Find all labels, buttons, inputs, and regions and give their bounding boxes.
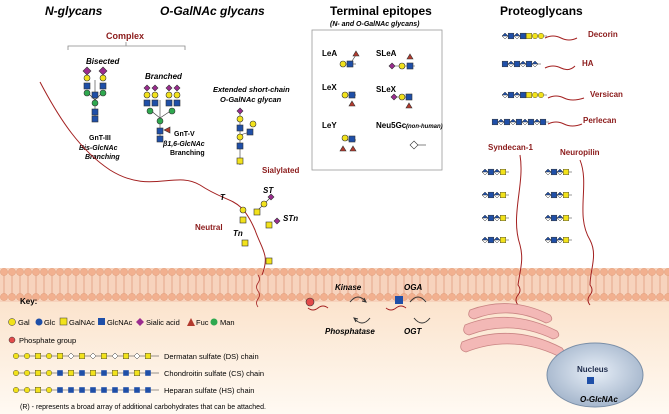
label-b16-branching: Branching: [170, 150, 205, 157]
label-perlecan: Perlecan: [583, 116, 616, 125]
label-decorin: Decorin: [588, 30, 618, 39]
label-ha: HA: [582, 59, 594, 68]
label-lex: LeX: [322, 83, 337, 92]
label-bis-branching: Branching: [85, 154, 120, 161]
complex-bracket: [67, 42, 186, 50]
label-ley: LeY: [322, 121, 337, 130]
perlecan-protein: [547, 121, 583, 127]
cell-membrane: [0, 268, 669, 302]
nucleus-glcnac-icon: [587, 377, 594, 384]
key-fuc: Fuc: [196, 318, 209, 327]
key-hs: Heparan sulfate (HS) chain: [164, 386, 254, 395]
key-glc: Glc: [44, 318, 56, 327]
label-extended-1: Extended short-chain: [213, 85, 290, 94]
label-o-glcnac: O-GlcNAc: [580, 395, 618, 404]
label-kinase: Kinase: [335, 283, 362, 292]
label-bisected: Bisected: [86, 57, 120, 66]
label-nucleus: Nucleus: [577, 365, 609, 374]
header-terminal-epitopes: Terminal epitopes: [330, 4, 432, 18]
label-bis-glcnac: Bis-GlcNAc: [79, 145, 118, 152]
phospho-cycle: Kinase Phosphatase OGA OGT: [305, 283, 431, 336]
label-gnt3: GnT-III: [89, 135, 111, 142]
glc-icon: [35, 318, 43, 326]
label-tn: Tn: [233, 229, 243, 238]
label-extended-2: O-GalNAc glycan: [220, 95, 282, 104]
label-slex: SLeX: [376, 85, 397, 94]
bisected-glycan: [82, 66, 108, 123]
epitope-slex: [390, 93, 413, 109]
label-syndecan: Syndecan-1: [488, 143, 533, 152]
epitope-lea: [339, 50, 360, 68]
epitope-neu5gc: [409, 140, 426, 150]
epitope-slea: [388, 53, 415, 70]
label-st: ST: [263, 186, 274, 195]
label-phosphatase: Phosphatase: [325, 327, 375, 336]
epitope-ley: [339, 134, 357, 152]
o-glycan-stn: [265, 217, 281, 229]
header-o-galnac: O-GalNAc glycans: [160, 4, 265, 18]
label-oga: OGA: [404, 283, 422, 292]
key-galnac: GalNAc: [69, 318, 95, 327]
header-n-glycans: N-glycans: [45, 4, 103, 18]
glcnac-icon: [395, 296, 403, 304]
label-b16-glcnac: β1,6-GlcNAc: [162, 141, 205, 148]
syndecan-protein: [515, 154, 523, 306]
sialic-acid-icon: [136, 318, 144, 326]
o-glycan-st: [253, 193, 275, 216]
label-ogt: OGT: [404, 327, 422, 336]
decorin-protein: [544, 35, 578, 41]
key-man: Man: [220, 318, 235, 327]
nucleus: [546, 342, 644, 408]
man-icon: [210, 318, 218, 326]
label-branched: Branched: [145, 72, 183, 81]
protein-o-glcnac: [385, 305, 407, 311]
epitope-lex: [341, 91, 356, 107]
protein-phosphorylated: [307, 305, 329, 311]
key-chains: [12, 352, 159, 394]
key-title: Key:: [20, 297, 37, 306]
gal-icon: [8, 318, 16, 326]
versican-protein: [547, 95, 585, 101]
glycoprotein-backbone: [39, 81, 266, 276]
glcnac-key-icon: [98, 318, 105, 325]
key-phosphate: Phosphate group: [19, 336, 76, 345]
neuropilin-protein: [579, 159, 595, 306]
label-gnt5: GnT-V: [174, 131, 195, 138]
o-glycan-t: [239, 206, 247, 224]
key-glcnac: GlcNAc: [107, 318, 133, 327]
header-proteoglycans: Proteoglycans: [500, 4, 583, 18]
phosphate-icon: [305, 297, 315, 307]
phosphate-key-icon: [8, 336, 16, 344]
o-glycan-phosphate-neutral: [265, 257, 273, 265]
terminal-epitopes-box: [311, 29, 443, 171]
label-sialylated: Sialylated: [262, 166, 299, 175]
header-terminal-sub: (N- and O-GalNAc glycans): [330, 21, 420, 28]
ha-protein: [544, 65, 576, 71]
o-glycan-tn: [241, 239, 249, 247]
transmembrane-segment: [256, 274, 260, 308]
label-stn: STn: [283, 214, 298, 223]
fuc-icon: [187, 318, 195, 326]
label-versican: Versican: [590, 90, 623, 99]
label-neutral: Neutral: [195, 223, 223, 232]
label-lea: LeA: [322, 49, 337, 58]
proteoglycan-chains: [481, 32, 572, 244]
label-neuropilin: Neuropilin: [560, 148, 600, 157]
label-neu5gc: Neu5Gc: [376, 121, 407, 130]
branched-glycan: [143, 84, 181, 143]
label-complex: Complex: [106, 31, 144, 41]
key-sialic: Sialic acid: [146, 318, 180, 327]
legend: Key: Gal Glc GalNAc GlcNAc Sialic acid F…: [8, 297, 266, 411]
label-nonhuman: (non-human): [406, 124, 443, 130]
galnac-icon: [59, 317, 68, 326]
key-r-note: (R) - represents a broad array of additi…: [20, 404, 266, 411]
key-cs: Chondroitin sulfate (CS) chain: [164, 369, 264, 378]
label-t: T: [220, 193, 226, 202]
extended-o-galnac-glycan: [236, 107, 257, 165]
key-ds: Dermatan sulfate (DS) chain: [164, 352, 259, 361]
key-gal: Gal: [18, 318, 30, 327]
label-slea: SLeA: [376, 49, 397, 58]
